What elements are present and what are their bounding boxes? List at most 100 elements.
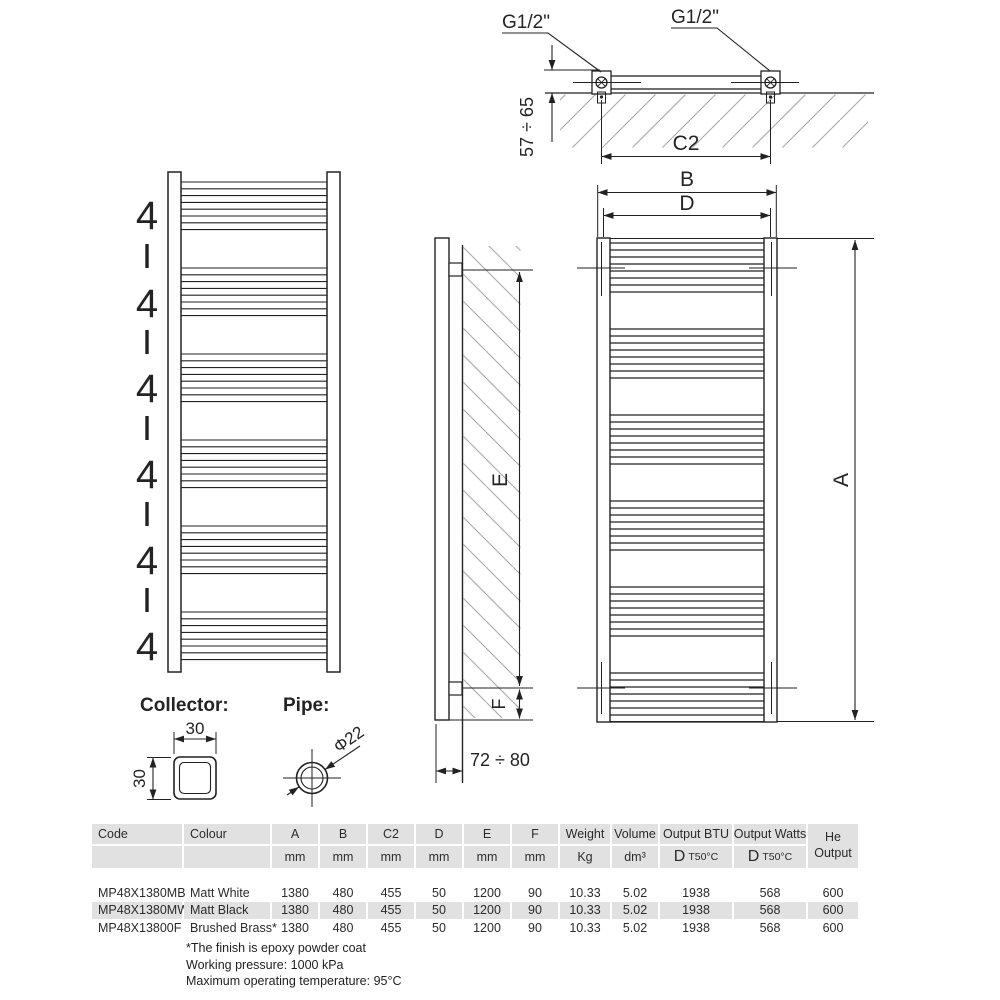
cell-f: 90 xyxy=(512,901,560,919)
cell-weight: 10.33 xyxy=(560,884,612,902)
wall-hatching-side xyxy=(463,246,521,718)
cell-b: 480 xyxy=(320,901,368,919)
col-header-colour: Colour xyxy=(184,824,272,846)
col-header-code: Code xyxy=(92,824,184,846)
cell-c2: 455 xyxy=(368,901,416,919)
specification-table: Code Colour A B C2 D E F Weight Volume O… xyxy=(92,824,860,937)
dim-label-wall-distance: 57 ÷ 65 xyxy=(517,97,537,157)
cell-he: 600 xyxy=(808,884,860,902)
radiator-technical-drawing: G1/2" G1/2" 57 ÷ 65 C2 B D A xyxy=(130,7,874,807)
dim-label-a: A xyxy=(830,473,853,487)
right-collector xyxy=(763,237,778,723)
notes: *The finish is epoxy powder coat Working… xyxy=(186,940,402,990)
dim-label-e: E xyxy=(489,473,512,487)
right-collector xyxy=(326,171,341,673)
collector-width-label: 30 xyxy=(186,719,205,738)
cell-btu: 1938 xyxy=(660,901,734,919)
pipe-title: Pipe: xyxy=(283,695,329,716)
pipe-section-inner xyxy=(300,766,324,790)
cell-volume: 5.02 xyxy=(612,901,660,919)
collector-detail xyxy=(147,732,217,800)
note-pressure: Working pressure: 1000 kPa xyxy=(186,957,344,972)
unit-dm3: dm³ xyxy=(612,846,660,868)
cell-d: 50 xyxy=(416,884,464,902)
wall-hatching-top xyxy=(560,94,868,148)
cell-colour: Matt White xyxy=(184,884,272,902)
cell-weight: 10.33 xyxy=(560,901,612,919)
dim-label-d: D xyxy=(679,192,694,215)
note-finish: *The finish is epoxy powder coat xyxy=(186,941,366,955)
cell-he: 600 xyxy=(808,901,860,919)
col-header-e: E xyxy=(464,824,512,846)
radiator-side-profile xyxy=(434,237,450,721)
cell-volume: 5.02 xyxy=(612,919,660,937)
col-header-weight: Weight xyxy=(560,824,612,846)
tube-lines xyxy=(610,242,764,723)
tube-group-count-labels: 4 4 4 4 4 4 xyxy=(136,194,158,669)
front-view-tube-groups xyxy=(167,171,341,673)
cell-btu: 1938 xyxy=(660,919,734,937)
top-mounting-view xyxy=(502,27,874,164)
pipe-diameter-label: Φ22 xyxy=(330,722,368,756)
col-header-volume: Volume xyxy=(612,824,660,846)
cell-b: 480 xyxy=(320,884,368,902)
leader-right xyxy=(671,27,771,72)
cell-weight: 10.33 xyxy=(560,919,612,937)
group-count-label: 4 xyxy=(136,539,158,583)
cell-volume: 5.02 xyxy=(612,884,660,902)
cell-e: 1200 xyxy=(464,884,512,902)
cell-e: 1200 xyxy=(464,919,512,937)
col-header-c2: C2 xyxy=(368,824,416,846)
unit-mm: mm xyxy=(512,846,560,868)
col-header-f: F xyxy=(512,824,560,846)
cell-d: 50 xyxy=(416,919,464,937)
dim-label-f: F xyxy=(489,699,509,710)
cell-a: 1380 xyxy=(272,919,320,937)
pipe-detail xyxy=(283,745,361,807)
pipe-section-outer xyxy=(295,761,329,795)
cell-watts: 568 xyxy=(734,919,808,937)
dim-label-wall-depth: 72 ÷ 80 xyxy=(470,750,530,770)
col-header-d: D xyxy=(416,824,464,846)
cell-a: 1380 xyxy=(272,901,320,919)
unit-mm: mm xyxy=(320,846,368,868)
cell-he: 600 xyxy=(808,919,860,937)
group-count-label: 4 xyxy=(136,194,158,238)
unit-mm: mm xyxy=(464,846,512,868)
bottom-bracket xyxy=(448,681,463,696)
unit-mm: mm xyxy=(272,846,320,868)
unit-kg: Kg xyxy=(560,846,612,868)
cell-a: 1380 xyxy=(272,884,320,902)
cell-b: 480 xyxy=(320,919,368,937)
cell-d: 50 xyxy=(416,901,464,919)
group-count-label: 4 xyxy=(136,453,158,497)
leader-left xyxy=(502,32,602,73)
collector-height-label: 30 xyxy=(130,769,149,788)
cell-code: MP48X13800F xyxy=(92,919,184,937)
cell-watts: 568 xyxy=(734,884,808,902)
collector-title: Collector: xyxy=(140,695,229,716)
cell-c2: 455 xyxy=(368,919,416,937)
group-separator-ticks xyxy=(145,244,149,612)
unit-cell-empty xyxy=(92,846,184,868)
left-collector xyxy=(167,171,182,673)
connection-center-marks xyxy=(577,242,797,714)
col-header-a: A xyxy=(272,824,320,846)
unit-mm: mm xyxy=(416,846,464,868)
group-count-label: 4 xyxy=(136,282,158,326)
table-spacer xyxy=(92,868,860,884)
thread-label-right: G1/2" xyxy=(671,7,719,28)
left-collector xyxy=(596,237,611,723)
col-header-b: B xyxy=(320,824,368,846)
cell-c2: 455 xyxy=(368,884,416,902)
cell-watts: 568 xyxy=(734,901,808,919)
unit-cell-empty xyxy=(184,846,272,868)
cell-code: MP48X1380MW xyxy=(92,901,189,919)
col-header-he-output: He Output xyxy=(808,824,860,868)
collector-section-outer xyxy=(173,756,217,800)
front-view-dimensioned xyxy=(577,185,874,723)
col-header-output-watts: Output Watts xyxy=(734,824,808,846)
cell-f: 90 xyxy=(512,919,560,937)
